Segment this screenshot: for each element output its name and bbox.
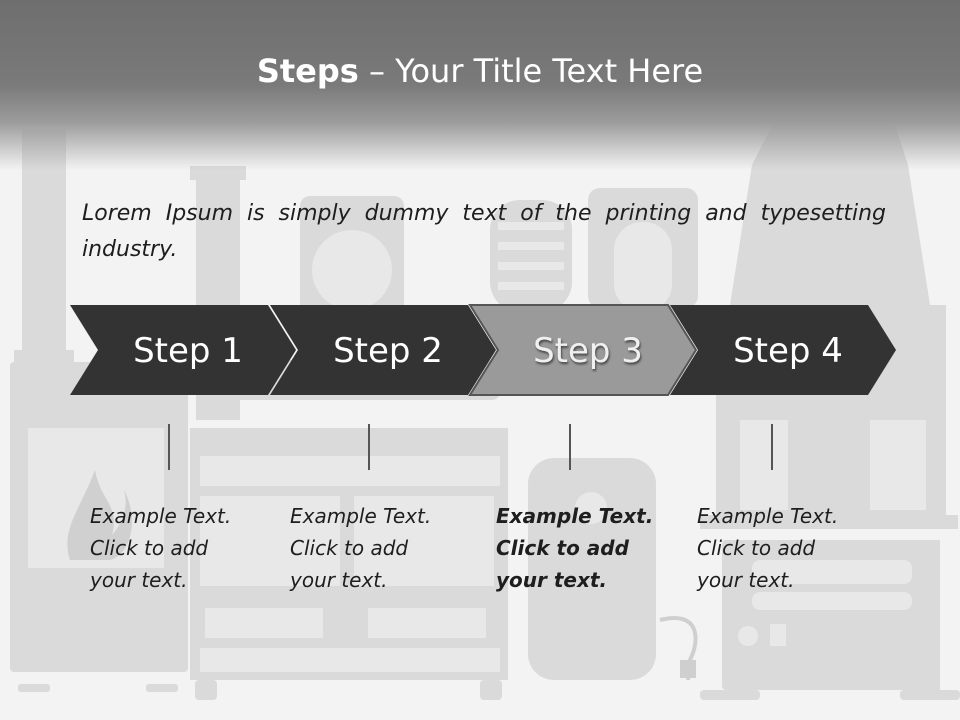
- cabinet-grid: [200, 456, 500, 672]
- desc-line: Click to add: [697, 536, 816, 560]
- step-1-description[interactable]: Example Text. Click to add your text.: [90, 500, 265, 596]
- step-1-connector: [168, 424, 170, 470]
- step-2-description[interactable]: Example Text. Click to add your text.: [290, 500, 465, 596]
- title-bold: Steps: [256, 52, 359, 90]
- flame-icon: [67, 470, 132, 560]
- title-rest: – Your Title Text Here: [358, 52, 704, 90]
- step-3-connector: [569, 424, 571, 470]
- desc-line: your text.: [496, 568, 608, 592]
- step-1-label: Step 1: [133, 331, 243, 371]
- intro-text[interactable]: Lorem Ipsum is simply dummy text of the …: [82, 201, 886, 262]
- step-4-description[interactable]: Example Text. Click to add your text.: [697, 500, 872, 596]
- desc-line: your text.: [697, 568, 795, 592]
- step-3-label: Step 3: [533, 331, 643, 371]
- desc-line: Example Text.: [496, 504, 654, 528]
- desc-line: Click to add: [90, 536, 209, 560]
- desc-line: Example Text.: [90, 504, 232, 528]
- slide-title[interactable]: Steps – Your Title Text Here: [0, 52, 960, 90]
- step-3-arrow[interactable]: [468, 304, 698, 396]
- step-1-arrow[interactable]: [70, 305, 296, 395]
- step-4-label: Step 4: [733, 331, 843, 371]
- step-4-connector: [771, 424, 773, 470]
- header-band: [0, 0, 960, 170]
- step-4-arrow[interactable]: [670, 305, 896, 395]
- desc-line: Example Text.: [290, 504, 432, 528]
- desc-line: Click to add: [496, 536, 629, 560]
- step-2-label: Step 2: [333, 331, 443, 371]
- step-2-connector: [368, 424, 370, 470]
- step-3-description[interactable]: Example Text. Click to add your text.: [496, 500, 671, 596]
- desc-line: Example Text.: [697, 504, 839, 528]
- water-heater: [528, 458, 656, 680]
- desc-line: Click to add: [290, 536, 409, 560]
- desc-line: your text.: [290, 568, 388, 592]
- desc-line: your text.: [90, 568, 188, 592]
- step-2-arrow[interactable]: [270, 305, 496, 395]
